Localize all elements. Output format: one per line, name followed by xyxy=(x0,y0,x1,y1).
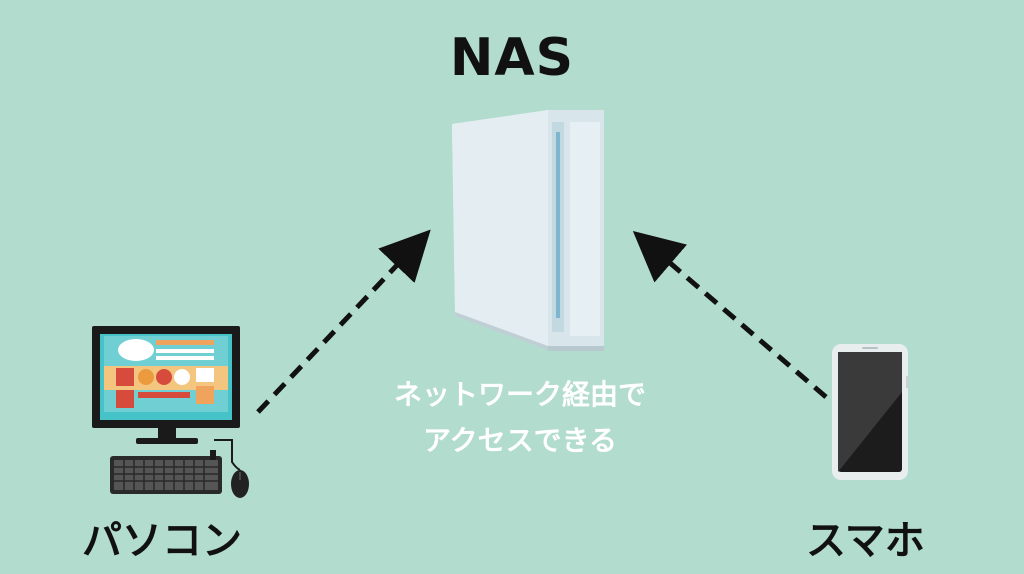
nas-title: NAS xyxy=(449,28,575,88)
nas-server-icon xyxy=(452,110,604,351)
smartphone-icon xyxy=(832,344,909,480)
caption-line-2: アクセスできる xyxy=(422,424,618,457)
phone-label: スマホ xyxy=(806,518,925,564)
arrow-pc-to-nas xyxy=(256,229,431,414)
arrow-phone-to-nas xyxy=(632,230,828,399)
pc-label: パソコン xyxy=(82,518,242,564)
network-access-caption: ネットワーク経由で アクセスできる xyxy=(340,372,700,464)
caption-line-1: ネットワーク経由で xyxy=(393,378,646,411)
desktop-computer-icon xyxy=(92,326,249,498)
